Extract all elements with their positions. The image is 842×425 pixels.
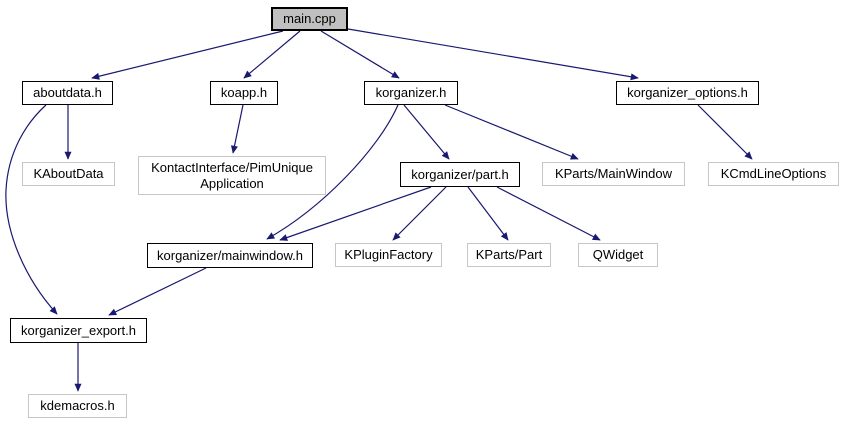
node-kaboutdata: KAboutData [22,162,115,186]
node-kparts-part: KParts/Part [467,243,551,267]
edge-korganizer-part-h-to-korganizer-mainwindow-h [279,186,432,241]
node-korganizer-mainwindow-h[interactable]: korganizer/mainwindow.h [147,243,313,268]
edge-korganizer-h-to-korganizer-part-h [403,104,450,160]
edge-korganizer-h-to-korganizer-mainwindow-h [266,104,399,240]
edge-main-cpp-to-aboutdata-h [91,30,284,80]
node-main-cpp: main.cpp [271,7,348,31]
edge-main-cpp-to-koapp-h [243,30,301,79]
edge-korganizer-part-h-to-kparts-part [467,186,509,241]
node-kontactinterface-pimuniqueapplication: KontactInterface/PimUnique Application [138,156,326,195]
node-aboutdata-h[interactable]: aboutdata.h [22,81,113,105]
node-korganizer-h[interactable]: korganizer.h [364,81,458,105]
node-korganizer-options-h[interactable]: korganizer_options.h [616,81,759,105]
node-kpluginfactory: KPluginFactory [335,243,442,267]
edge-korganizer-part-h-to-qwidget [496,186,601,241]
node-kparts-mainwindow: KParts/MainWindow [542,162,685,186]
node-qwidget: QWidget [578,243,658,267]
node-koapp-h[interactable]: koapp.h [210,81,278,105]
edge-aboutdata-h-to-korganizer-export-h [5,104,58,315]
node-korganizer-export-h[interactable]: korganizer_export.h [10,318,147,343]
edge-korganizer-options-h-to-kcmdlineoptions [697,104,753,160]
node-korganizer-part-h[interactable]: korganizer/part.h [400,162,520,187]
edge-koapp-h-to-kontactinterface-pimuniqueapplication [231,104,244,154]
edge-main-cpp-to-korganizer-options-h [347,28,639,81]
edge-korganizer-part-h-to-kpluginfactory [392,186,447,241]
edge-korganizer-mainwindow-h-to-korganizer-export-h [108,267,207,316]
edge-main-cpp-to-korganizer-h [320,30,400,79]
node-kcmdlineoptions: KCmdLineOptions [708,162,839,186]
edge-korganizer-h-to-kparts-mainwindow [444,104,579,160]
node-kdemacros-h: kdemacros.h [28,394,127,418]
